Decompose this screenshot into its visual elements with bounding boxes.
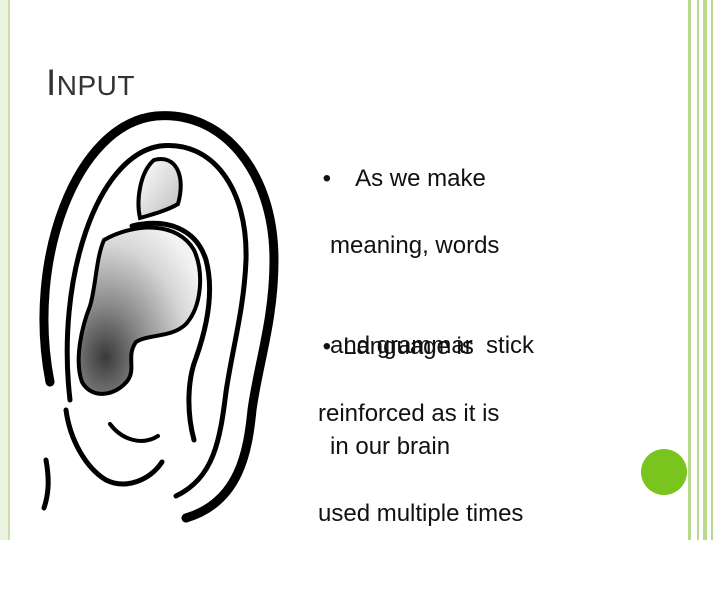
bullet-line: reinforced as it is: [318, 399, 500, 427]
slide-title: INPUT: [46, 64, 135, 101]
bullet-line: used multiple times: [318, 500, 524, 527]
accent-dot: [641, 449, 687, 495]
right-frame-line: [711, 0, 713, 540]
title-initial: I: [46, 62, 57, 103]
bullet-line: in our brain: [330, 432, 451, 460]
right-frame-line: [688, 0, 691, 540]
left-frame-bar: [0, 0, 10, 540]
right-frame-line: [703, 0, 707, 540]
bullet-marker: •: [322, 164, 332, 192]
bullet-marker: •: [322, 332, 332, 360]
bullet-line: As we make: [355, 164, 486, 192]
slide: INPUT • As we make: [0, 0, 713, 540]
right-frame-line: [697, 0, 699, 540]
bullet-line: Language is: [343, 332, 474, 360]
bullet-item: • As we make meaning, words and grammar s…: [296, 128, 534, 530]
ear-illustration: [39, 111, 279, 523]
bullet-item: • Language is reinforced as it is used mu…: [296, 296, 523, 598]
title-rest: NPUT: [56, 70, 136, 101]
bullet-line: meaning, words: [330, 231, 500, 259]
bullet-line: and grammar stick: [330, 332, 535, 359]
